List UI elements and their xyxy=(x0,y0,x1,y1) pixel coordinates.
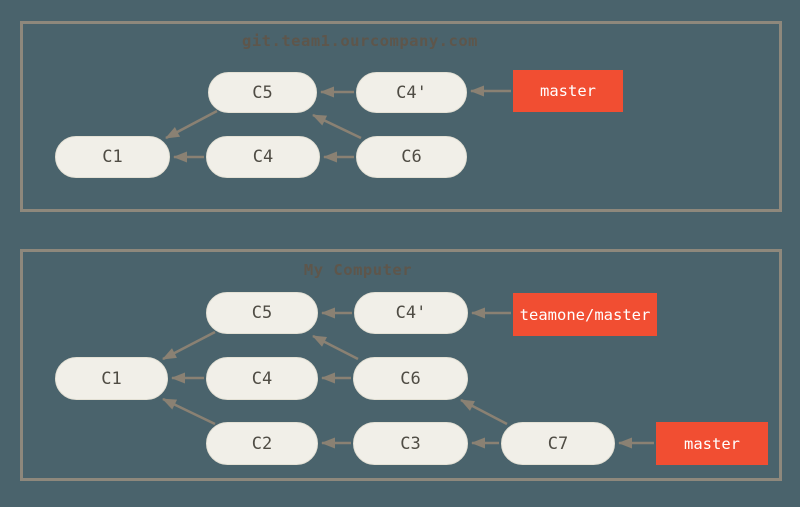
panel-remote-server xyxy=(20,21,782,212)
commit-node-c6: C6 xyxy=(356,136,467,178)
commit-label: C2 xyxy=(251,433,273,454)
branch-label-teamone-master: teamone/master xyxy=(513,293,657,336)
commit-label: C3 xyxy=(400,433,421,454)
commit-label: C4' xyxy=(396,82,427,103)
commit-label: C7 xyxy=(547,433,569,454)
commit-label: C4' xyxy=(395,303,427,323)
commit-label: C6 xyxy=(401,147,422,167)
panel-title-my-computer: My Computer xyxy=(303,261,413,279)
commit-node-c4p: C4' xyxy=(356,72,467,113)
branch-label-text: master xyxy=(540,82,596,100)
commit-label: C4 xyxy=(251,368,273,389)
panel-my-computer xyxy=(20,249,782,481)
commit-label: C1 xyxy=(101,368,122,389)
commit-label: C6 xyxy=(400,368,421,389)
commit-node-c3: C3 xyxy=(353,422,468,465)
commit-label: C1 xyxy=(102,147,123,167)
commit-node-c7: C7 xyxy=(501,422,615,465)
commit-node-c5: C5 xyxy=(206,292,318,334)
branch-label-text: teamone/master xyxy=(519,305,651,324)
commit-node-c1: C1 xyxy=(55,357,168,400)
commit-node-c4: C4 xyxy=(206,136,320,178)
commit-node-c2: C2 xyxy=(206,422,318,465)
commit-node-c5: C5 xyxy=(208,72,317,113)
branch-label-master: master xyxy=(656,422,768,465)
branch-label-master: master xyxy=(513,70,623,112)
commit-node-c6: C6 xyxy=(353,357,468,400)
commit-label: C4 xyxy=(252,147,274,167)
commit-node-c4p: C4' xyxy=(354,292,468,334)
commit-node-c4: C4 xyxy=(206,357,318,400)
panel-title-remote-server: git.team1.ourcompany.com xyxy=(242,32,478,50)
branch-label-text: master xyxy=(684,434,740,453)
commit-node-c1: C1 xyxy=(55,136,170,178)
commit-label: C5 xyxy=(251,303,273,323)
commit-label: C5 xyxy=(252,82,273,103)
